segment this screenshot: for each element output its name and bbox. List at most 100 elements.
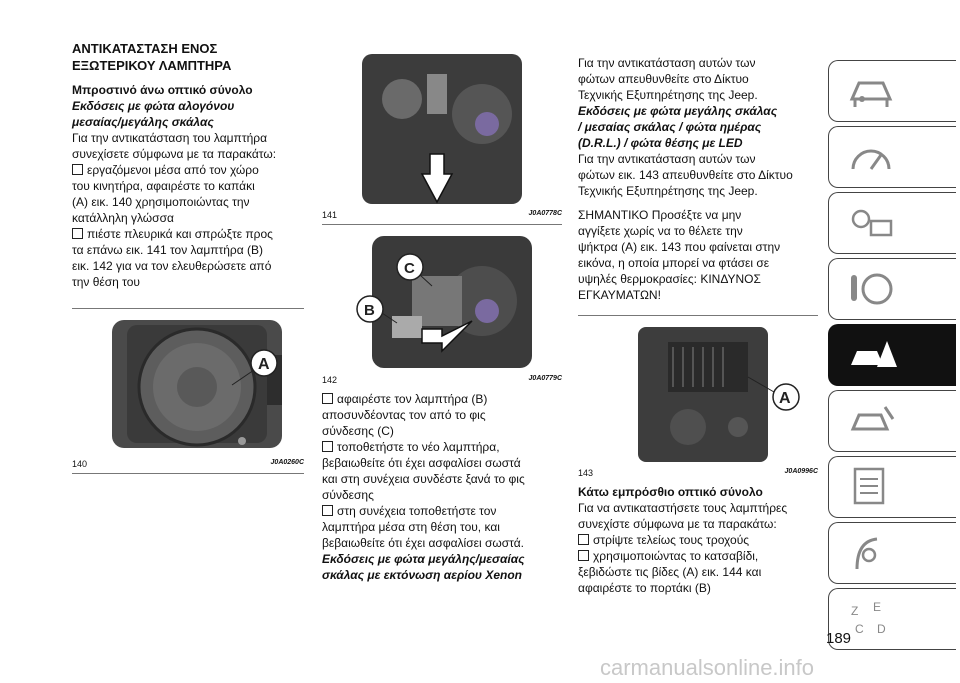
italic-heading-line2: μεσαίας/μεγάλης σκάλας	[72, 115, 214, 129]
callout-label-c: C	[404, 260, 415, 277]
figure-number: 142	[322, 375, 338, 385]
column-2: 141 J0A0778C C B 142 J0A0779C αφαιρέστε …	[322, 54, 562, 583]
bullet-text: βεβαιωθείτε ότι έχει ασφαλίσει σωστά.	[322, 536, 524, 550]
lights-message-icon	[851, 209, 893, 237]
checkbox-bullet-icon	[72, 228, 83, 239]
figure-code: J0A0996C	[784, 468, 818, 475]
headlamp-cover-image: A	[112, 320, 282, 448]
paragraph-line: Για να αντικαταστήσετε τους λαμπτήρες	[578, 501, 788, 515]
checkbox-bullet-icon	[322, 505, 333, 516]
bullet-text: και στη συνέχεια συνδέστε ξανά το φις	[322, 472, 525, 486]
bullet-text: την θέση του	[72, 275, 140, 289]
divider	[72, 308, 304, 309]
bullet-item: τοποθετήστε το νέο λαμπτήρα,	[322, 439, 562, 455]
warning-line: ψήκτρα (A) εικ. 143 που φαίνεται στην	[578, 240, 781, 254]
figure-142: C B	[322, 231, 562, 373]
instruments-icon	[851, 149, 891, 170]
figure-code: J0A0260C	[270, 459, 304, 466]
subheading: Κάτω εμπρόσθιο οπτικό σύνολο	[578, 485, 763, 499]
paragraph-line: Τεχνικής Εξυπηρέτησης της Jeep.	[578, 88, 758, 102]
checkbox-bullet-icon	[578, 534, 589, 545]
figure-caption: 141 J0A0778C	[322, 210, 562, 220]
specs-list-icon	[853, 467, 885, 505]
tab-maintenance[interactable]	[828, 390, 956, 452]
bullet-text: τα επάνω εικ. 141 τον λαμπτήρα (B)	[72, 243, 264, 257]
divider	[72, 473, 304, 474]
column-1: ΑΝΤΙΚΑΤΑΣΤΑΣΗ ΕΝΟΣ ΕΞΩΤΕΡΙΚΟΥ ΛΑΜΠΤΗΡΑ Μ…	[72, 40, 304, 480]
multimedia-icon	[855, 537, 878, 570]
svg-text:C: C	[855, 622, 864, 636]
bullet-item: χρησιμοποιώντας το κατσαβίδι,	[578, 548, 818, 564]
tab-multimedia[interactable]	[828, 522, 956, 584]
italic-heading-line2: / μεσαίας σκάλας / φώτα ημέρας	[578, 120, 762, 134]
tab-emergency[interactable]	[828, 324, 956, 386]
italic-heading-line1: Εκδόσεις με φώτα μεγάλης σκάλας	[578, 104, 778, 118]
tab-instruments[interactable]	[828, 126, 956, 188]
warning-line: υψηλές θερμοκρασίες: ΚΙΝΔΥΝΟΣ	[578, 272, 761, 286]
figure-number: 141	[322, 210, 338, 220]
emergency-icon	[851, 341, 897, 367]
svg-text:D: D	[877, 622, 886, 636]
paragraph-line: φώτων εικ. 143 απευθυνθείτε στο Δίκτυο	[578, 168, 793, 182]
italic-heading-line1: Εκδόσεις με φώτα μεγάλης/μεσαίας	[322, 552, 525, 566]
figure-number: 143	[578, 468, 594, 478]
tab-safety[interactable]	[828, 258, 956, 320]
page-number: 189	[826, 630, 852, 647]
intro-line2: συνεχίσετε σύμφωνα με τα παρακάτω:	[72, 147, 277, 161]
italic-heading-line1: Εκδόσεις με φώτα αλογόνου	[72, 99, 235, 113]
bullet-text: εικ. 142 για να τον ελευθερώσετε από	[72, 259, 272, 273]
divider	[578, 315, 818, 316]
safety-steering-icon	[851, 273, 893, 305]
headlamp-connector-image: C B	[356, 236, 532, 368]
warning-line: ΣΗΜΑΝΤΙΚΟ Προσέξτε να μην	[578, 208, 742, 222]
bullet-item: στη συνέχεια τοποθετήστε τον	[322, 503, 562, 519]
section-title-line2: ΕΞΩΤΕΡΙΚΟΥ ΛΑΜΠΤΗΡΑ	[72, 58, 232, 73]
tab-lights-messages[interactable]	[828, 192, 956, 254]
paragraph-line: Για την αντικατάσταση αυτών των	[578, 56, 756, 70]
divider	[322, 224, 562, 225]
column-3: Για την αντικατάσταση αυτών των φώτων απ…	[578, 55, 818, 596]
bullet-text: λαμπτήρα μέσα στη θέση του, και	[322, 520, 500, 534]
warning-line: ΕΓΚΑΥΜΑΤΩΝ!	[578, 288, 661, 302]
callout-label: A	[779, 390, 791, 407]
italic-heading-line2: σκάλας με εκτόνωση αερίου Xenon	[322, 568, 523, 582]
maintenance-icon	[850, 406, 895, 431]
figure-caption: 143 J0A0996C	[578, 468, 818, 478]
figure-143: A	[578, 322, 818, 466]
watermark: carmanualsonline.info	[600, 655, 815, 680]
figure-141	[322, 54, 562, 208]
figure-number: 140	[72, 459, 88, 469]
figure-caption: 142 J0A0779C	[322, 375, 562, 385]
bullet-text: ξεβιδώστε τις βίδες (A) εικ. 144 και	[578, 565, 762, 579]
callout-label-b: B	[364, 302, 375, 319]
car-dashboard-icon	[849, 81, 893, 107]
tab-specifications[interactable]	[828, 456, 956, 518]
svg-text:Z: Z	[851, 604, 858, 618]
bullet-text: σύνδεσης (C)	[322, 424, 394, 438]
section-title-line1: ΑΝΤΙΚΑΤΑΣΤΑΣΗ ΕΝΟΣ	[72, 41, 218, 56]
figure-code: J0A0778C	[528, 210, 562, 217]
figure-code: J0A0779C	[528, 375, 562, 382]
bullet-item: εργαζόμενοι μέσα από τον χώρο	[72, 162, 304, 178]
warning-line: εικόνα, η οποία μπορεί να φτάσει σε	[578, 256, 770, 270]
subheading: Μπροστινό άνω οπτικό σύνολο	[72, 83, 253, 97]
bullet-text: βεβαιωθείτε ότι έχει ασφαλίσει σωστά	[322, 456, 521, 470]
intro-line1: Για την αντικατάσταση του λαμπτήρα	[72, 131, 268, 145]
figure-140: A	[72, 315, 304, 457]
warning-line: αγγίξετε χωρίς να το θέλετε την	[578, 224, 743, 238]
tab-car-dashboard[interactable]	[828, 60, 956, 122]
paragraph-line: φώτων απευθυνθείτε στο Δίκτυο	[578, 72, 749, 86]
bullet-text: σύνδεσης	[322, 488, 374, 502]
callout-label: A	[258, 356, 270, 373]
checkbox-bullet-icon	[72, 164, 83, 175]
checkbox-bullet-icon	[322, 393, 333, 404]
headlamp-bulb-image	[362, 54, 522, 204]
figure-caption: 140 J0A0260C	[72, 459, 304, 469]
bullet-item: αφαιρέστε τον λαμπτήρα (B)	[322, 391, 562, 407]
bullet-text: κατάλληλη γλώσσα	[72, 211, 174, 225]
checkbox-bullet-icon	[322, 441, 333, 452]
bullet-text: του κινητήρα, αφαιρέστε το καπάκι	[72, 179, 255, 193]
bullet-text: αφαιρέστε το πορτάκι (B)	[578, 581, 711, 595]
svg-text:E: E	[873, 600, 881, 614]
